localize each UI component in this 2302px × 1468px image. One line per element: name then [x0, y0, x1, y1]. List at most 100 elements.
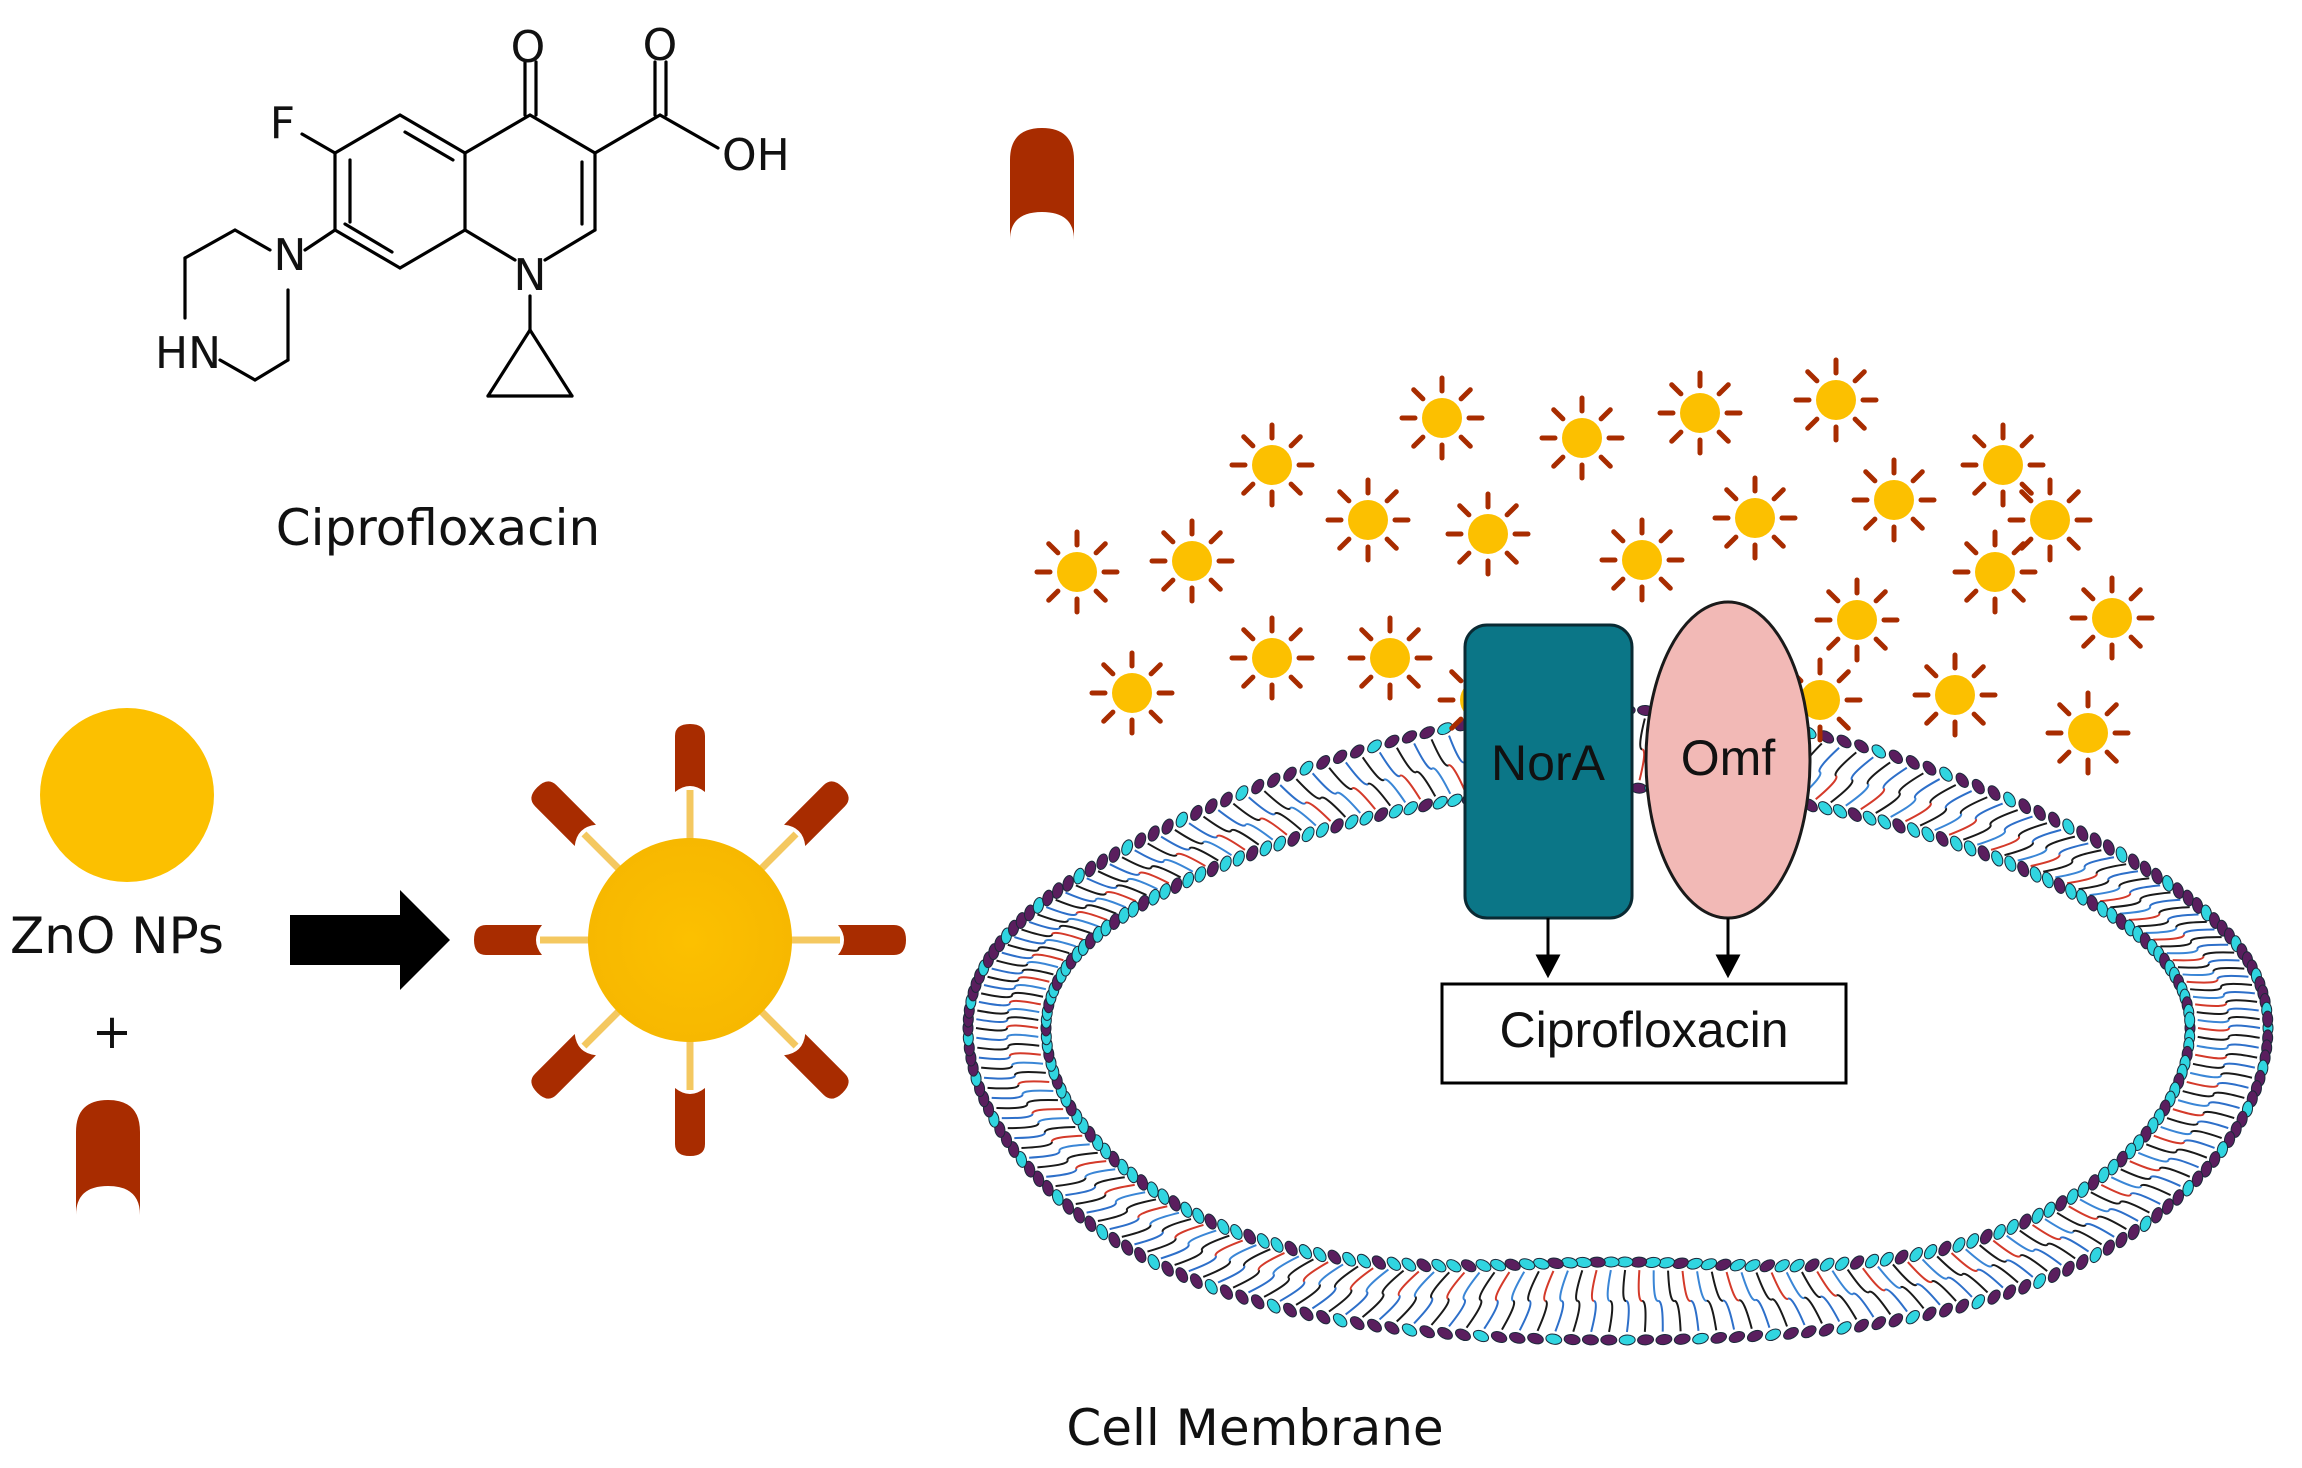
lipid-head [1175, 1267, 1189, 1283]
lipid-head [1349, 1316, 1365, 1331]
lipid-head [1134, 1246, 1147, 1264]
lipid-head [1042, 889, 1054, 907]
lipid-head [1042, 1179, 1054, 1197]
lipid-head [1219, 855, 1232, 872]
lipid-head [1518, 1258, 1536, 1271]
lipid-head [1819, 1257, 1835, 1272]
lipid-head [2184, 1011, 2196, 1029]
lipid-head [1949, 835, 1963, 852]
lipid-head [2018, 1279, 2032, 1295]
lipid-head [1728, 1331, 1746, 1344]
small-nanoparticle [1034, 529, 1120, 615]
lipid-head [1062, 1198, 1074, 1215]
lipid-head [2200, 1160, 2213, 1178]
lipid-head [1854, 1318, 1869, 1333]
lipid-head [1935, 831, 1949, 847]
lipid-head [1527, 1332, 1544, 1345]
lipid-head [1979, 1228, 1993, 1245]
lipid-head [2262, 1010, 2274, 1028]
lipid-head [2139, 860, 2152, 878]
lipid-head [2216, 1141, 2229, 1158]
lipid-head [2033, 804, 2046, 821]
lipid-head [2047, 1267, 2061, 1283]
lipid-head [1966, 1233, 1980, 1249]
lipid-head [2004, 855, 2017, 872]
lipid-head [1460, 1259, 1477, 1273]
lipid-head [1987, 1289, 2001, 1305]
lipid-head [2076, 1254, 2089, 1271]
ligand-cap [531, 781, 596, 846]
lipid-head [1073, 1207, 1085, 1224]
lipid-head [1431, 1258, 1447, 1273]
lipid-head [1136, 1174, 1149, 1191]
lipid-head [2003, 791, 2016, 808]
lipid-head [1246, 845, 1259, 862]
acid-oxygen-label: O [643, 20, 678, 71]
lipid-head [1127, 900, 1140, 918]
lipid-head [1729, 1258, 1746, 1272]
lipid-head [1359, 810, 1374, 826]
lipid-head [1849, 1255, 1865, 1270]
lipid-head [1175, 811, 1188, 828]
lipid-head [1332, 1313, 1348, 1328]
lipid-head [1032, 1170, 1045, 1188]
lipid-head [2115, 913, 2127, 930]
lipid-head [1419, 1325, 1435, 1339]
lipid-head [1971, 778, 1985, 795]
lipid-head [1909, 1247, 1923, 1263]
lipid-head [1235, 1289, 1249, 1305]
lipid-head [1015, 1151, 1028, 1168]
lipid-head [1475, 1259, 1492, 1272]
lipid-head [1765, 1328, 1782, 1342]
lipid-head [2017, 860, 2030, 878]
lipid-head [1888, 1313, 1904, 1328]
piperazine-nitrogen-label: N [274, 230, 307, 281]
lipid-head [1100, 919, 1112, 937]
lipid-head [1230, 1224, 1243, 1240]
lipid-head [1062, 875, 1074, 892]
lipid-head [1148, 888, 1160, 906]
lipid-head [2029, 866, 2042, 883]
lipid-head [2151, 867, 2163, 885]
lipid-head [1446, 1259, 1462, 1273]
lipid-head [1923, 1244, 1938, 1260]
ciprofloxacin-atom-labels: O O OH F N N HN [155, 20, 790, 379]
small-nanoparticle [2069, 575, 2155, 661]
lipid-head [2151, 1207, 2163, 1224]
lipid-head [1744, 1259, 1761, 1272]
small-nanoparticle [1229, 615, 1315, 701]
lipid-head [1545, 1333, 1563, 1345]
lipid-head [1419, 726, 1435, 740]
small-nanoparticle [1539, 395, 1625, 481]
nora-label: NorA [1491, 735, 1606, 791]
small-nanoparticle [1325, 477, 1411, 563]
lipid-head [1299, 760, 1314, 776]
lipid-head [1301, 826, 1315, 843]
lipid-head [1971, 1294, 1986, 1310]
lipid-head [2033, 1273, 2047, 1289]
lipid-head [1871, 1316, 1887, 1331]
lipid-head [1939, 766, 1953, 782]
lipid-head [2087, 1174, 2100, 1191]
lipid-head [2132, 1134, 2145, 1152]
lipid-head [1877, 814, 1892, 830]
lipid-head [1032, 897, 1045, 914]
ketone-oxygen-label: O [511, 22, 546, 73]
lipid-head [1367, 739, 1382, 754]
lipid-head [1315, 822, 1330, 838]
lipid-head [1298, 1244, 1313, 1260]
lipid-head [2019, 1213, 2032, 1230]
lipid-head [1905, 755, 1920, 770]
lipid-head [1270, 1237, 1284, 1253]
lipid-head [1490, 1331, 1508, 1344]
lipid-head [1401, 1257, 1417, 1272]
lipid-head [2006, 1218, 2019, 1235]
lipid-head [1991, 850, 2004, 867]
lipid-head [1259, 840, 1273, 857]
lipid-head [1096, 1223, 1109, 1241]
lipid-head [1108, 1150, 1120, 1168]
lipid-head [2172, 1189, 2185, 1206]
lipid-head [1371, 1255, 1387, 1270]
lipid-head [1618, 1334, 1636, 1346]
lipid-head [1818, 1323, 1835, 1337]
